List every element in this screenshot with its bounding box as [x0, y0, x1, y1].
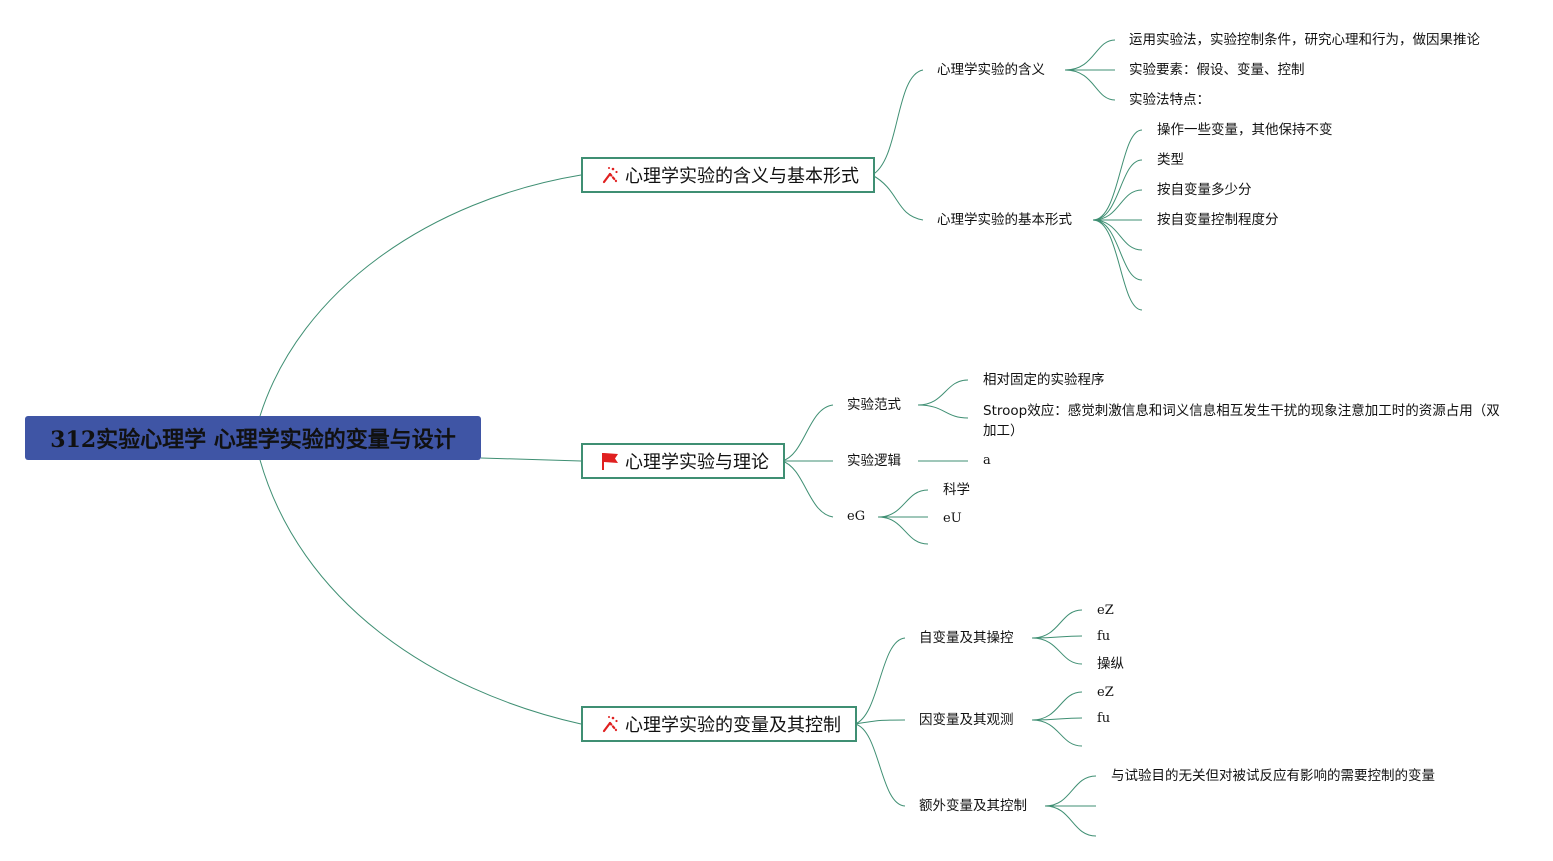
connector	[854, 723, 906, 807]
leaf-topic[interactable]: 相对固定的实验程序	[983, 372, 1105, 388]
subtopic-logic[interactable]: 实验逻辑	[847, 453, 901, 469]
connector	[854, 719, 906, 725]
connector	[1092, 189, 1143, 221]
connector	[480, 457, 582, 462]
connector	[1092, 219, 1143, 311]
connector	[1064, 39, 1116, 71]
connector	[871, 69, 924, 176]
leaf-topic[interactable]: 科学	[943, 482, 970, 498]
connector	[871, 174, 924, 221]
leaf-topic[interactable]: 按自变量多少分	[1157, 182, 1252, 198]
connector	[1031, 717, 1083, 721]
leaf-topic[interactable]: 按自变量控制程度分	[1157, 212, 1279, 228]
leaf-topic[interactable]: eZ	[1097, 603, 1114, 618]
connector	[1031, 719, 1083, 747]
connector	[1031, 637, 1083, 665]
connector	[781, 404, 834, 462]
leaf-topic[interactable]: 实验法特点：	[1129, 92, 1210, 108]
main-topic-variables-and-control[interactable]: 心理学实验的变量及其控制	[581, 706, 857, 742]
connector	[781, 460, 834, 518]
connector	[1092, 219, 1143, 281]
sparkle-icon	[599, 713, 621, 735]
connector	[1031, 691, 1083, 721]
flag-icon	[599, 450, 621, 472]
connector	[877, 516, 929, 545]
connector	[1031, 635, 1083, 639]
main-topic-label: 心理学实验的变量及其控制	[625, 715, 841, 736]
subtopic-eg[interactable]: eG	[847, 509, 866, 524]
sparkle-icon	[599, 164, 621, 186]
subtopic-independent-variable[interactable]: 自变量及其操控	[919, 630, 1014, 646]
connector	[1092, 129, 1143, 221]
connector	[917, 404, 969, 419]
subtopic-basic-forms[interactable]: 心理学实验的基本形式	[937, 212, 1072, 228]
leaf-topic[interactable]: 与试验目的无关但对被试反应有影响的需要控制的变量	[1111, 768, 1435, 784]
leaf-topic[interactable]: eU	[943, 511, 962, 526]
leaf-topic[interactable]: fu	[1097, 629, 1111, 644]
leaf-topic[interactable]: 类型	[1157, 152, 1184, 168]
connector	[1092, 219, 1143, 251]
root-topic[interactable]: 312实验心理学 心理学实验的变量与设计	[25, 416, 481, 460]
connector	[259, 174, 582, 417]
main-topic-experiment-and-theory[interactable]: 心理学实验与理论	[581, 443, 785, 479]
leaf-topic[interactable]: 操纵	[1097, 656, 1124, 672]
root-title: 312实验心理学 心理学实验的变量与设计	[50, 427, 456, 453]
leaf-topic[interactable]: 实验要素：假设、变量、控制	[1129, 62, 1305, 78]
subtopic-meaning[interactable]: 心理学实验的含义	[937, 62, 1045, 78]
leaf-topic[interactable]: a	[983, 453, 991, 468]
connector	[1092, 159, 1143, 221]
subtopic-paradigm[interactable]: 实验范式	[847, 397, 901, 413]
connector	[259, 459, 582, 725]
connector	[1064, 69, 1116, 101]
leaf-topic[interactable]: fu	[1097, 711, 1111, 726]
main-topic-label: 心理学实验的含义与基本形式	[625, 166, 859, 187]
connector	[877, 489, 929, 518]
connector	[854, 637, 906, 725]
subtopic-dependent-variable[interactable]: 因变量及其观测	[919, 712, 1014, 728]
connector	[917, 379, 969, 406]
main-topic-label: 心理学实验与理论	[625, 452, 769, 473]
main-topic-meaning-and-forms[interactable]: 心理学实验的含义与基本形式	[581, 157, 875, 193]
leaf-topic[interactable]: 操作一些变量，其他保持不变	[1157, 122, 1333, 138]
connector	[1044, 805, 1097, 837]
subtopic-extraneous-variable[interactable]: 额外变量及其控制	[919, 798, 1027, 814]
connector	[1031, 609, 1083, 639]
leaf-topic[interactable]: 运用实验法，实验控制条件，研究心理和行为，做因果推论	[1129, 32, 1480, 48]
leaf-topic-stroop[interactable]: Stroop效应：感觉刺激信息和词义信息相互发生干扰的现象注意加工时的资源占用（…	[983, 403, 1500, 439]
connector	[1044, 775, 1097, 807]
leaf-topic[interactable]: eZ	[1097, 685, 1114, 700]
